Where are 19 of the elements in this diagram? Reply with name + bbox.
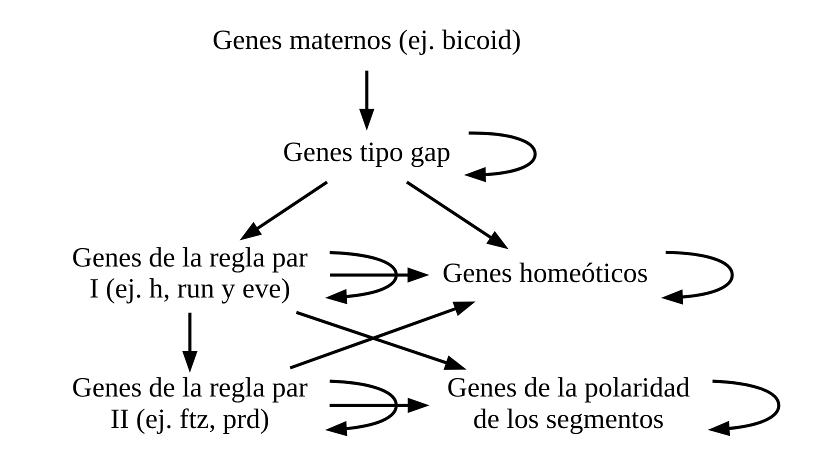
node-text: Genes de la polaridad de los segmentos	[446, 372, 690, 435]
arrow	[289, 302, 476, 370]
arrow	[182, 312, 197, 373]
node-text: Genes de la regla par I (ej. h, run y eve)	[72, 242, 308, 304]
arrow	[405, 180, 508, 250]
node-text: Genes homeóticos	[442, 258, 648, 289]
arrow	[464, 132, 536, 182]
arrow	[295, 310, 466, 370]
arrow	[330, 267, 429, 283]
arrow	[707, 380, 780, 436]
node-text: Genes maternos (ej. bicoid)	[212, 25, 521, 56]
arrow	[324, 250, 398, 304]
node-text: Genes tipo gap	[282, 136, 450, 168]
arrow	[239, 180, 328, 240]
node-text: Genes de la regla par II (ej. ftz, prd)	[72, 372, 308, 435]
arrow	[324, 380, 398, 436]
arrow	[329, 398, 430, 414]
arrow	[358, 70, 374, 131]
arrow	[660, 250, 734, 305]
